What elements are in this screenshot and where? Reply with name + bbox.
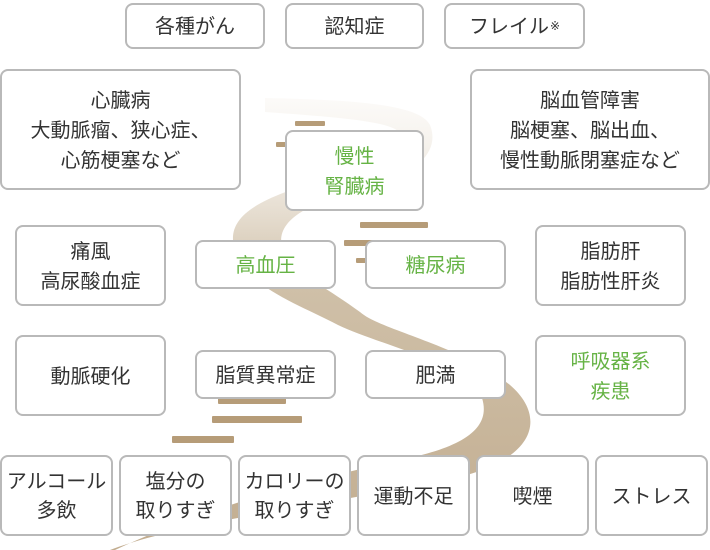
- respiratory-disease-box: 呼吸器系 疾患: [535, 335, 686, 416]
- obesity-box: 肥満: [365, 350, 506, 399]
- heavy-drinking-box: アルコール 多飲: [0, 455, 113, 536]
- chronic-kidney-disease-box: 慢性 腎臓病: [285, 130, 424, 211]
- frailty-box: フレイル※: [444, 3, 585, 49]
- excess-calories-box: カロリーの 取りすぎ: [238, 455, 351, 536]
- smoking-box: 喫煙: [476, 455, 589, 536]
- stress-box: ストレス: [595, 455, 708, 536]
- dementia-box: 認知症: [285, 3, 424, 49]
- fatty-liver-box: 脂肪肝 脂肪性肝炎: [535, 225, 686, 306]
- diabetes-box: 糖尿病: [365, 240, 506, 289]
- gout-box: 痛風 高尿酸血症: [15, 225, 166, 306]
- hypertension-box: 高血圧: [195, 240, 336, 289]
- frailty-label: フレイル: [468, 14, 549, 38]
- cerebrovascular-disease-box: 脳血管障害 脳梗塞、脳出血、 慢性動脈閉塞症など: [470, 69, 710, 190]
- cancer-box: 各種がん: [125, 3, 265, 49]
- lack-of-exercise-box: 運動不足: [357, 455, 470, 536]
- heart-disease-box: 心臓病 大動脈瘤、狭心症、 心筋梗塞など: [0, 69, 241, 190]
- road-stripes: [172, 121, 428, 443]
- dyslipidemia-box: 脂質異常症: [195, 350, 336, 399]
- excess-salt-box: 塩分の 取りすぎ: [119, 455, 232, 536]
- arteriosclerosis-box: 動脈硬化: [15, 335, 166, 416]
